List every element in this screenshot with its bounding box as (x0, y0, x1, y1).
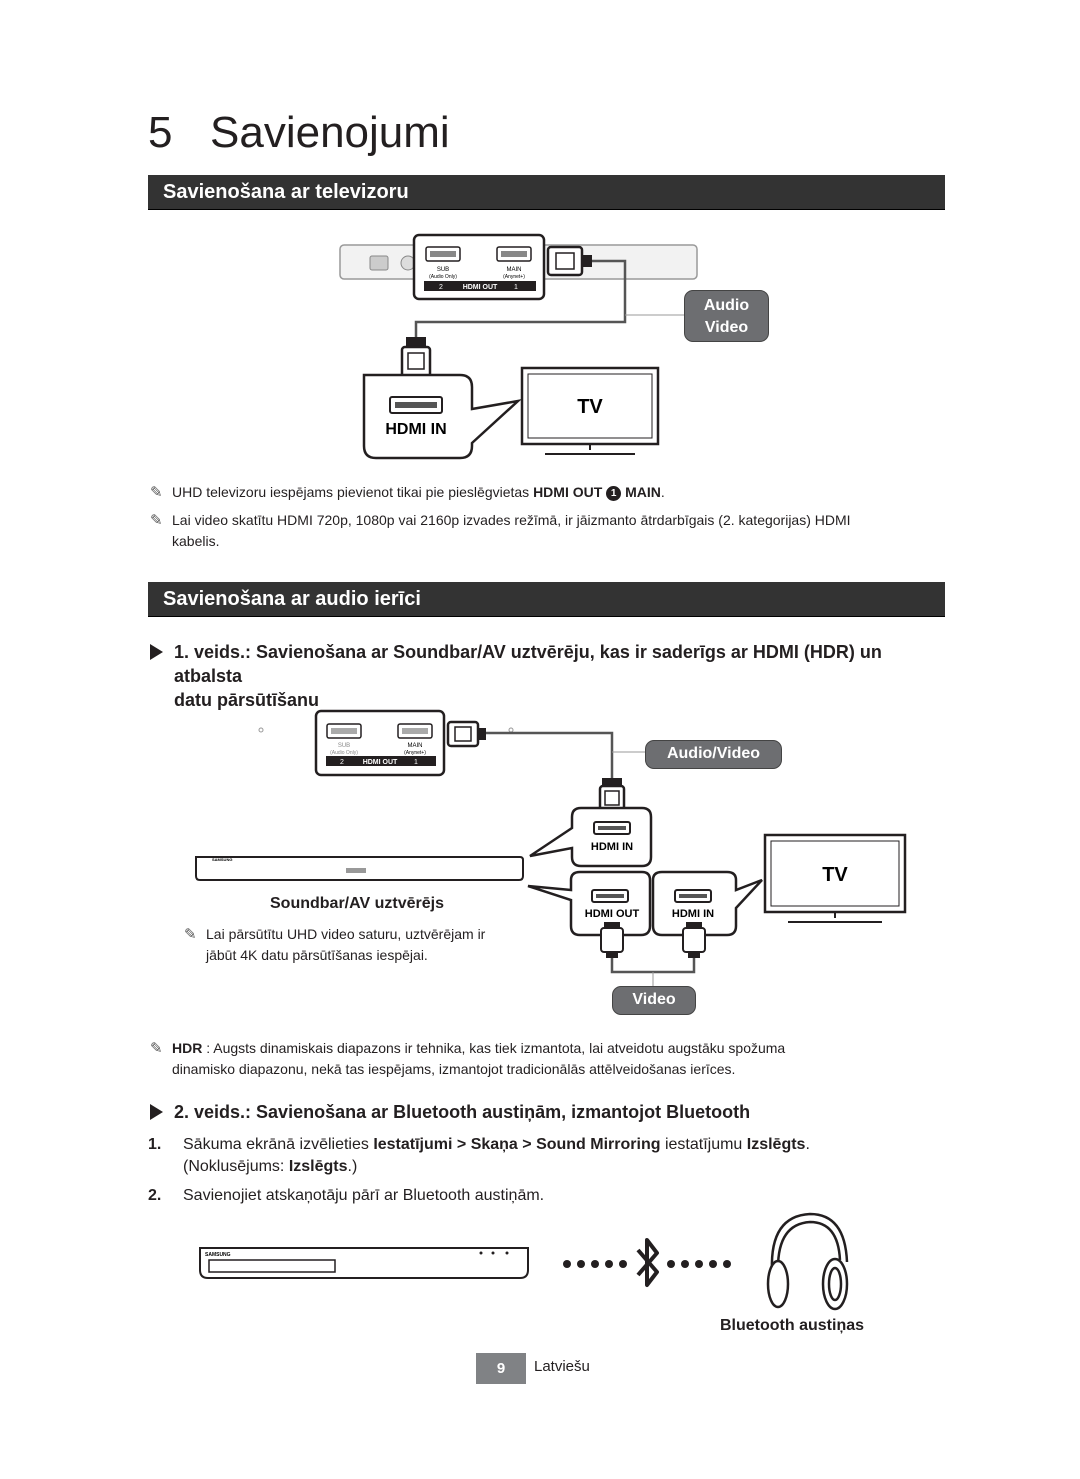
step-1-text-a: Sākuma ekrānā izvēlieties (183, 1136, 374, 1153)
num-1: 1 (514, 284, 518, 291)
hdr-line1: : Augsts dinamiskais diapazons ir tehnik… (202, 1040, 786, 1056)
triangle-bullet-icon (150, 1104, 163, 1120)
num-1-b: 1 (414, 759, 418, 766)
pencil-icon: ✎ (150, 484, 163, 501)
port-sub-sub: (Audio Only) (429, 274, 457, 280)
hdmi-in-top-label: HDMI IN (591, 841, 633, 853)
step-2: 2. Savienojiet atskaņotāju pārī ar Bluet… (148, 1185, 948, 1209)
type1-heading: 1. veids.: Savienošana ar Soundbar/AV uz… (150, 640, 950, 710)
step-1-period: . (805, 1136, 810, 1153)
bluetooth-diagram: SAMSUNG (199, 1212, 849, 1311)
step-1-default-c: .) (347, 1158, 358, 1175)
triangle-bullet-icon (150, 644, 163, 660)
soundbar-note-line1: Lai pārsūtītu UHD video saturu, uztvērēj… (206, 926, 486, 942)
step-1-default-a: (Noklusējums: (183, 1158, 289, 1175)
hdmi-in-label: HDMI IN (385, 421, 446, 438)
note-hdmi-line2: kabelis. (172, 533, 220, 549)
tv-label: TV (577, 396, 603, 418)
hdr-line2: dinamisko diapazonu, nekā tas iespējams,… (172, 1061, 736, 1077)
pencil-icon: ✎ (150, 1040, 163, 1057)
note-uhd-end: . (660, 484, 665, 500)
step-2-text: Savienojiet atskaņotāju pārī ar Bluetoot… (183, 1187, 545, 1204)
step-1-number: 1. (148, 1136, 162, 1153)
port-sub-label-2: SUB (338, 743, 350, 749)
note-uhd-main: MAIN (625, 484, 661, 500)
port-sub-label: SUB (437, 267, 449, 273)
section-heading-audio: Savienošana ar audio ierīci (148, 582, 945, 617)
step-2-number: 2. (148, 1187, 162, 1204)
num-2: 2 (439, 284, 443, 291)
bluetooth-headphones-label: Bluetooth austiņas (720, 1317, 865, 1334)
step-1-sep1: > (452, 1136, 471, 1153)
step-1-settings: Iestatījumi (373, 1136, 453, 1153)
port-main-label: MAIN (507, 267, 522, 273)
port-main-label-2: MAIN (408, 743, 423, 749)
hdr-term: HDR (172, 1040, 203, 1056)
note-hdr: ✎ HDR : Augsts dinamiskais diapazons ir … (150, 1038, 950, 1082)
hdmi-out-bottom-label: HDMI OUT (585, 908, 640, 920)
type1-line1: 1. veids.: Savienošana ar Soundbar/AV uz… (174, 642, 882, 686)
step-1: 1. Sākuma ekrānā izvēlieties Iestatījumi… (148, 1134, 948, 1180)
hdmi-out-label: HDMI OUT (463, 284, 498, 291)
pencil-icon: ✎ (184, 926, 197, 943)
page-number: 9 (476, 1353, 526, 1384)
video-label: Video (704, 319, 749, 336)
audio-label: Audio (703, 297, 750, 314)
step-1-sep2: > (517, 1136, 537, 1153)
note-uhd: ✎ UHD televizoru iespējams pievienot tik… (150, 482, 950, 504)
player-brand: SAMSUNG (205, 1252, 231, 1258)
pencil-icon: ✎ (150, 512, 163, 529)
bluetooth-icon (636, 1238, 659, 1287)
hdmi-in-bottom-label: HDMI IN (672, 908, 714, 920)
port-sub-sub-2: (Audio Only) (330, 750, 358, 756)
note-uhd-port: HDMI OUT (533, 484, 603, 500)
chapter-title: 5 Savienojumi (148, 108, 450, 158)
number-one-icon: 1 (606, 486, 622, 501)
tv-connection-diagram: SUB (Audio Only) MAIN (Anynet+) 2 HDMI O… (339, 233, 698, 460)
step-1-default-b: Izslēgts (288, 1158, 348, 1175)
hdmi-out-label-2: HDMI OUT (363, 759, 398, 766)
soundbar-note-line2: jābūt 4K datu pārsūtīšanas iespējai. (206, 947, 428, 963)
headphones-icon (766, 1212, 849, 1311)
audio-video-badge-2: Audio/Video (645, 740, 782, 769)
port-main-sub: (Anynet+) (503, 274, 525, 280)
note-hdmi-cable: ✎ Lai video skatītu HDMI 720p, 1080p vai… (150, 510, 950, 554)
note-soundbar: ✎ Lai pārsūtītu UHD video saturu, uztvēr… (184, 924, 564, 968)
type2-heading: 2. veids.: Savienošana ar Bluetooth aust… (150, 1100, 950, 1126)
note-hdmi-line1: Lai video skatītu HDMI 720p, 1080p vai 2… (172, 512, 851, 528)
audio-video-badge: Audio Video (684, 290, 769, 342)
chapter-title-text: Savienojumi (210, 108, 450, 157)
soundbar-label: Soundbar/AV uztvērējs (270, 895, 444, 912)
chapter-number: 5 (148, 108, 173, 157)
section-heading-tv: Savienošana ar televizoru (148, 175, 945, 210)
soundbar-connection-diagram: SUB (Audio Only) MAIN (Anynet+) 2 HDMI O… (195, 709, 907, 988)
note-uhd-text: UHD televizoru iespējams pievienot tikai… (172, 484, 534, 500)
step-1-sound: Skaņa (470, 1136, 518, 1153)
step-1-off: Izslēgts (746, 1136, 806, 1153)
video-badge: Video (612, 986, 696, 1015)
type2-text: 2. veids.: Savienošana ar Bluetooth aust… (174, 1102, 751, 1122)
type1-line2: datu pārsūtīšanu (174, 690, 320, 710)
footer-language: Latviešu (534, 1358, 590, 1375)
num-2-b: 2 (340, 759, 344, 766)
step-1-text-g: iestatījumu (660, 1136, 747, 1153)
step-1-sound-mirroring: Sound Mirroring (536, 1136, 661, 1153)
port-main-sub-2: (Anynet+) (404, 750, 426, 756)
soundbar-brand: SAMSUNG (212, 857, 232, 862)
tv-label-2: TV (822, 864, 848, 886)
